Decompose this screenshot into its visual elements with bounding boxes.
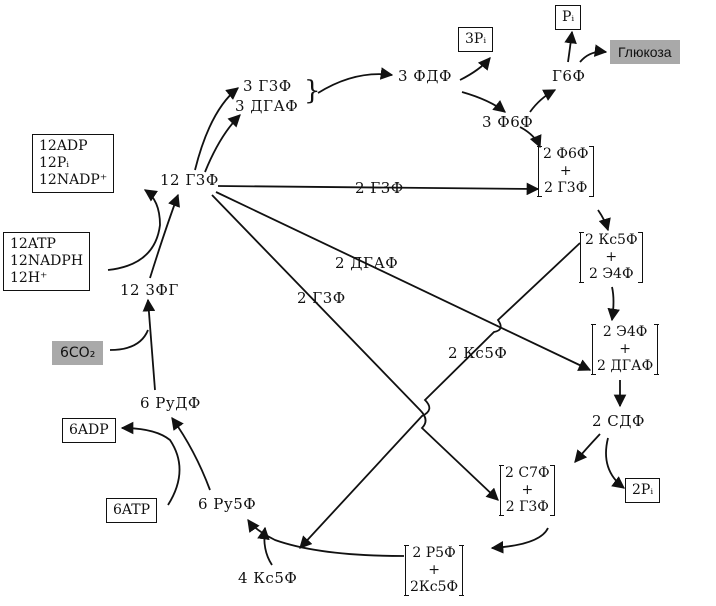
label-fdf3: 3 ФДФ (398, 67, 452, 85)
label-rudf6: 6 РуДФ (140, 394, 201, 412)
b5-line3: 2Кс5Ф (410, 579, 459, 595)
bracket-ks5f-e4f: 2 Кс5Ф + 2 Э4Ф (579, 232, 644, 283)
arrow-b4-to-b5 (490, 527, 549, 554)
b4-line1: 2 С7Ф (505, 465, 550, 481)
adp6-text: 6ADP (69, 422, 109, 438)
atp6-box: 6ATP (106, 498, 158, 523)
arrow-g3f12-to-b1 (217, 182, 540, 196)
input-nadp: 12NADP⁺ (39, 172, 108, 188)
pi2-text: 2Pᵢ (632, 482, 654, 498)
arrow-atp-nadph-to-adp (107, 189, 161, 271)
arrow-atp-to-adp (120, 421, 181, 506)
label-g6f: Г6Ф (552, 67, 586, 85)
adp6-box: 6ADP (62, 418, 116, 443)
arrow-g3f12-to-g3f3 (194, 87, 239, 171)
b5-plus: + (428, 562, 440, 578)
arrow-rudf6-to-fg3 (142, 298, 156, 391)
arrow-ru5f6-to-rudf6 (171, 416, 211, 491)
arrow-co2-in (109, 329, 149, 351)
arrow-g6f-to-pi (564, 30, 577, 63)
pi3-box: 3Pᵢ (458, 27, 494, 52)
glucose-text: Глюкоза (618, 44, 672, 60)
bracket-r5f-ks5f: 2 Р5Ф + 2Кс5Ф (404, 545, 464, 596)
label-ks5f4: 4 Кс5Ф (238, 569, 298, 587)
inputs-atp-box: 12ATP 12NADPH 12H⁺ (3, 232, 91, 291)
label-fg3-12: 12 3ФГ (120, 281, 179, 299)
inputs-adp-box: 12ADP 12Pᵢ 12NADP⁺ (32, 134, 115, 193)
label-g3f3: 3 Г3Ф (243, 77, 292, 95)
pi-text: Pᵢ (562, 9, 575, 25)
pi3-text: 3Pᵢ (465, 31, 487, 47)
arrow-g3f12-to-b4 (211, 194, 499, 501)
arrow-fdf3-to-3pi (459, 57, 491, 81)
arrow-sdf2-to-b4 (574, 433, 601, 463)
input-adp: 12ADP (39, 138, 88, 154)
label-g3f12: 12 Г3Ф (160, 171, 219, 189)
pi2-box: 2Pᵢ (625, 478, 661, 503)
arrow-g3f12-to-dgaf3 (204, 114, 241, 173)
arrow-b2-to-b3 (607, 286, 620, 322)
b4-plus: + (521, 482, 534, 498)
glucose-box: Глюкоза (610, 40, 680, 64)
b5-line1: 2 Р5Ф (412, 545, 456, 561)
pi-box-top: Pᵢ (555, 5, 582, 30)
b3-line1: 2 Э4Ф (602, 324, 648, 340)
label-f6f3: 3 Ф6Ф (482, 113, 534, 131)
brace-icon: } (304, 76, 321, 106)
bracket-c7f-g3f: 2 С7Ф + 2 Г3Ф (499, 465, 556, 516)
arrow-fdf3-to-f6f3 (461, 91, 506, 113)
b2-line3: 2 Э4Ф (588, 266, 634, 282)
input-pi: 12Pᵢ (39, 155, 70, 171)
label-sdf2: 2 СДФ (592, 412, 645, 430)
arrow-b2-to-ks5f4 (299, 242, 581, 549)
b1-plus: + (559, 163, 572, 179)
arrow-f6f3-to-b1 (519, 126, 542, 149)
label-dgaf3: 3 ДГАФ (235, 97, 299, 115)
atp6-text: 6ATP (113, 502, 151, 518)
input-h: 12H⁺ (10, 270, 48, 286)
b3-plus: + (619, 341, 631, 357)
b4-line3: 2 Г3Ф (505, 499, 549, 515)
label-g3f2-diag: 2 Г3Ф (297, 289, 346, 307)
arrow-sdf2-to-2pi (605, 437, 626, 489)
arrow-f6f3-to-g6f (529, 89, 557, 113)
arrow-b5-to-ru5f6 (247, 518, 405, 557)
arrow-to-fdf3 (317, 67, 394, 94)
input-atp: 12ATP (10, 236, 56, 252)
b2-plus: + (605, 249, 618, 265)
label-ks5f2-diag: 2 Кс5Ф (448, 344, 508, 362)
co2-text: 6CO₂ (60, 345, 96, 361)
label-dgaf2: 2 ДГАФ (335, 254, 399, 272)
input-nadph: 12NADPH (10, 253, 84, 269)
arrow-fg3-to-g3f12 (149, 193, 180, 279)
label-ru5f6: 6 Ру5Ф (198, 495, 257, 513)
arrow-g6f-to-glucose (579, 44, 608, 63)
arrow-b1-to-b2 (597, 209, 611, 232)
b2-line1: 2 Кс5Ф (585, 232, 638, 248)
b1-line3: 2 Г3Ф (544, 180, 588, 196)
b3-line3: 2 ДГАФ (597, 358, 654, 374)
arrow-ks5f4-to-ru5f6 (257, 526, 273, 566)
bracket-e4f-dgaf: 2 Э4Ф + 2 ДГАФ (591, 324, 659, 375)
b1-line1: 2 Ф6Ф (543, 146, 589, 162)
arrow-g3f12-to-b3 (215, 191, 592, 371)
bracket-f6f-g3f: 2 Ф6Ф + 2 Г3Ф (537, 146, 595, 197)
label-g3f2-mid: 2 Г3Ф (355, 179, 404, 197)
co2-box: 6CO₂ (52, 341, 104, 365)
